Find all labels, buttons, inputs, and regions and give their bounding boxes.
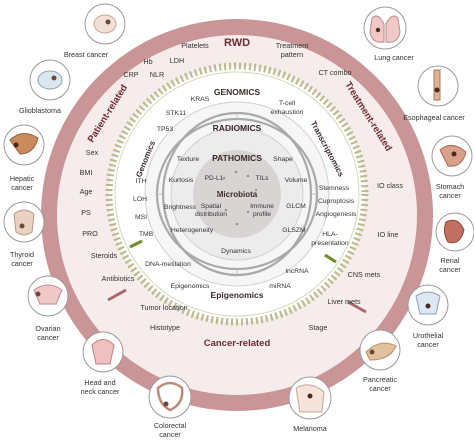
omics-mirna: miRNA xyxy=(269,283,291,290)
colorectal-label-2: cancer xyxy=(159,430,181,439)
ovarian-cancer-label-1: Ovarian xyxy=(35,324,60,333)
rwd-tumor-location: Tumor location xyxy=(140,303,187,312)
radiomics-brightness: Brightness xyxy=(164,204,197,211)
microbiota-dots xyxy=(216,170,258,226)
helix-rungs xyxy=(157,113,317,275)
thyroid-cancer-label-1: Thyroid xyxy=(10,250,34,259)
radiomics-volume: Volume xyxy=(285,177,308,184)
pathomics-title: PATHOMICS xyxy=(212,153,262,163)
omics-loh: LOH xyxy=(133,196,147,203)
rwd-ct-combo: CT combo xyxy=(318,68,351,77)
omics-accent xyxy=(324,253,337,264)
omics-angiogenesis: Angiogenesis xyxy=(316,211,357,218)
hepatic-cancer-label-2: cancer xyxy=(11,183,33,192)
omics-stemness: Stemness xyxy=(319,185,350,192)
urothelial-label-1: Urothelial xyxy=(413,331,444,340)
rwd-platelets: Platelets xyxy=(181,41,209,50)
rwd-steroids: Steroids xyxy=(91,251,118,260)
urothelial-label-2: cancer xyxy=(417,340,439,349)
radiomics-title: RADIOMICS xyxy=(213,123,262,133)
pathomics-immune-2: profile xyxy=(253,211,271,218)
pathomics-spatial-2: distribution xyxy=(195,211,227,218)
pancreatic-label-1: Pancreatic xyxy=(363,375,397,384)
radiomics-glcm: GLCM xyxy=(286,203,306,210)
ovarian-cancer-label-2: cancer xyxy=(37,333,59,342)
rwd-pro: PRO xyxy=(82,229,98,238)
renal-label-2: cancer xyxy=(439,265,461,274)
rwd-crp: CRP xyxy=(123,70,138,79)
omics-hla-1: HLA- xyxy=(322,231,338,238)
radiomics-kurtosis: Kurtosis xyxy=(169,177,194,184)
rwd-stage: Stage xyxy=(309,323,328,332)
pathomics-spatial-1: Spatial xyxy=(201,203,222,210)
omics-tp53: TP53 xyxy=(157,126,173,133)
pancreatic-label-2: cancer xyxy=(369,384,391,393)
head-neck-label-2: neck cancer xyxy=(81,387,120,396)
omics-tcell-1: T-cell xyxy=(279,100,296,107)
radiomics-glszm: GLSZM xyxy=(282,227,306,234)
radiomics-shape: Shape xyxy=(273,156,293,163)
omics-msi: MSI xyxy=(135,214,147,221)
rwd-liver-mets: Liver mets xyxy=(327,297,361,306)
omics-accent xyxy=(129,239,143,249)
omics-ith: ITH xyxy=(136,178,147,185)
rwd-hb: Hb xyxy=(143,57,152,66)
rwd-bmi: BMI xyxy=(80,168,93,177)
omics-cuproptosis: Cuproptosis xyxy=(318,198,355,205)
omics-tcell-2: exhaustion xyxy=(271,109,304,116)
rwd-io-line: IO line xyxy=(378,230,399,239)
rwd-treatment-pattern-2: pattern xyxy=(281,50,303,59)
stomach-label-1: Stomach xyxy=(436,182,464,191)
pathomics-immune-1: Immune xyxy=(250,203,274,210)
omics-hla-2: presentation xyxy=(311,240,349,247)
microbiota-title: Microbiota xyxy=(217,190,258,199)
omics-stk11: STK11 xyxy=(166,110,186,117)
omics-epigenomics: Epigenomics xyxy=(171,283,211,290)
omics-lncrna: lncRNA xyxy=(285,268,309,275)
rwd-ps: PS xyxy=(81,208,91,217)
colorectal-label-1: Colorectal xyxy=(154,421,187,430)
ring-divider xyxy=(347,300,367,314)
rwd-title: RWD xyxy=(224,37,250,49)
ring-divider xyxy=(107,288,127,302)
omics-tmb: TMB xyxy=(139,231,154,238)
radiomics-heterogeneity: Heterogeneity xyxy=(171,227,214,234)
melanoma-label: Melanoma xyxy=(293,424,327,433)
organ-glyphs xyxy=(9,14,467,413)
rwd-histotype: Histotype xyxy=(150,323,180,332)
pathomics-pdl1: PD-L1 xyxy=(205,175,224,182)
microbiota-core xyxy=(193,150,281,238)
rwd-ldh: LDH xyxy=(170,56,184,65)
rwd-io-class: IO class xyxy=(377,181,403,190)
radiomics-dynamics: Dynamics xyxy=(221,248,251,255)
epigenomics-title: Epigenomics xyxy=(211,290,264,300)
head-neck-label-1: Head and xyxy=(84,378,115,387)
rwd-antibiotics: Antibiotics xyxy=(102,274,135,283)
genomics-title: GENOMICS xyxy=(214,87,261,97)
omics-kras: KRAS xyxy=(191,96,210,103)
renal-label-1: Renal xyxy=(441,256,460,265)
pathomics-tils: TILs xyxy=(256,175,270,182)
cancer-related-title: Cancer-related xyxy=(204,338,271,349)
stomach-label-2: cancer xyxy=(439,191,461,200)
rwd-treatment-pattern-1: Treatment xyxy=(276,41,309,50)
rwd-sex: Sex xyxy=(86,148,99,157)
glioblastoma-label: Glioblastoma xyxy=(19,106,61,115)
rwd-cns-mets: CNS mets xyxy=(348,270,381,279)
rwd-age: Age xyxy=(80,187,93,196)
hepatic-cancer-label-1: Hepatic xyxy=(10,174,35,183)
thyroid-cancer-label-2: cancer xyxy=(11,259,33,268)
lung-label: Lung cancer xyxy=(374,53,414,62)
rwd-nlr: NLR xyxy=(150,70,164,79)
radiomics-texture: Texture xyxy=(177,156,200,163)
esophageal-label: Esophageal cancer xyxy=(403,113,465,122)
breast-cancer-label: Breast cancer xyxy=(64,50,109,59)
omics-dna-metilation: DNA-metilation xyxy=(145,261,191,268)
